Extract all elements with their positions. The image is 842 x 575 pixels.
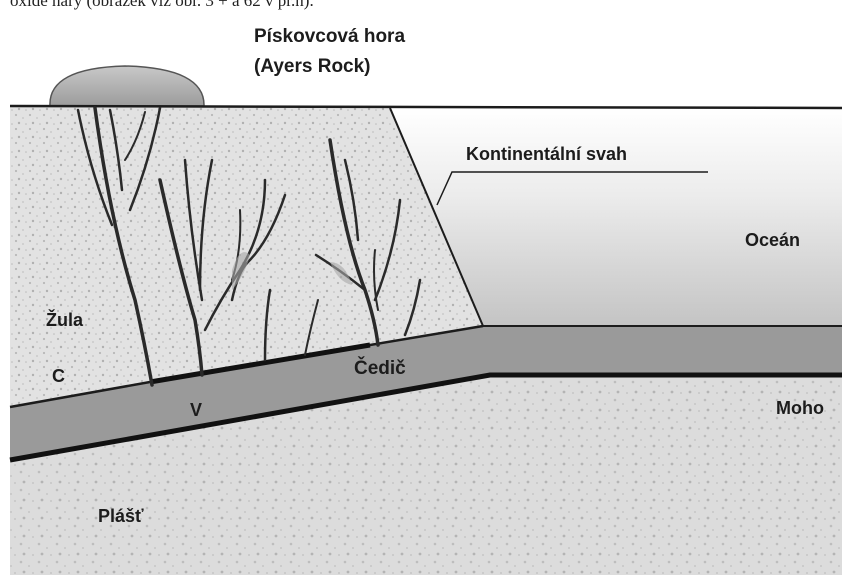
mantle-label: Plášť — [98, 506, 144, 527]
rock-title-line2: (Ayers Rock) — [254, 56, 371, 78]
ocean-label: Oceán — [745, 230, 800, 251]
c-marker-label: C — [52, 366, 65, 387]
basalt-label: Čedič — [354, 358, 406, 380]
moho-label: Moho — [776, 398, 824, 419]
sandstone-rock — [50, 66, 204, 106]
continental-slope-label: Kontinentální svah — [466, 144, 627, 165]
v-marker-label: V — [190, 400, 202, 421]
granite-label: Žula — [46, 310, 83, 331]
rock-title-line1: Pískovcová hora — [254, 26, 405, 48]
